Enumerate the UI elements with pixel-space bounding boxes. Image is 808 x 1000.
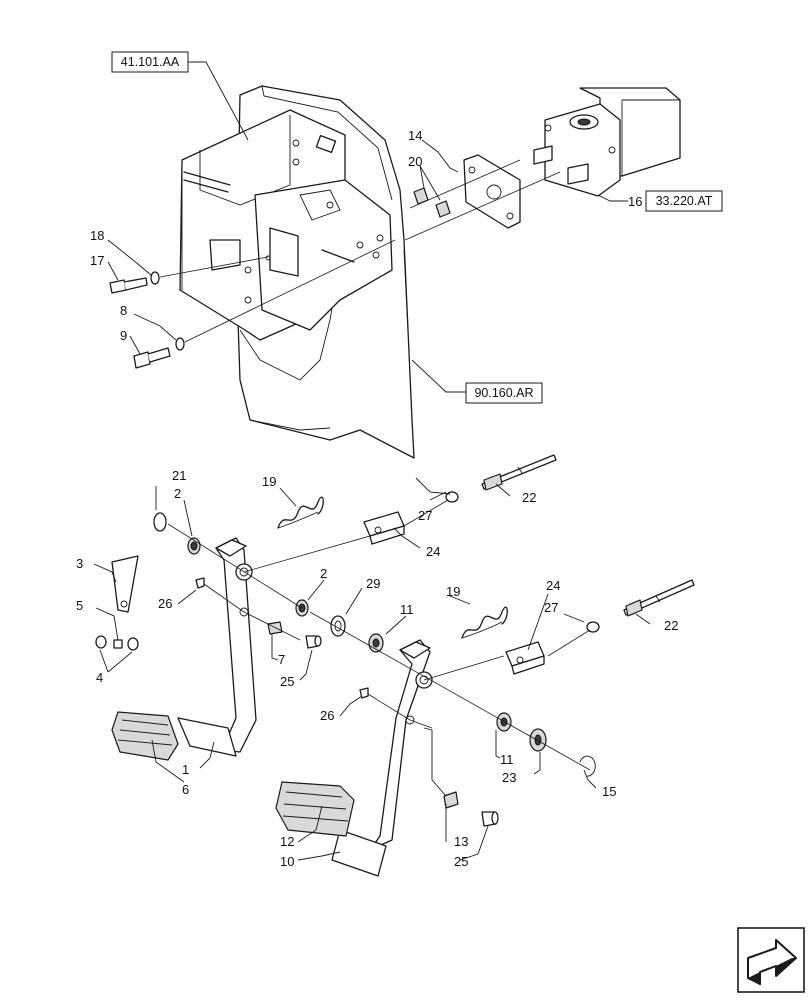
clip-26-right	[359, 687, 369, 699]
reference-box-33220[interactable]: 33.220.AT	[645, 190, 723, 212]
callout-26-left: 26	[158, 596, 172, 611]
next-page-arrow-icon[interactable]	[737, 927, 805, 993]
callout-24-upper: 24	[426, 544, 440, 559]
callout-25-left: 25	[280, 674, 294, 689]
callout-5: 5	[76, 598, 83, 613]
gasket-plate	[463, 154, 521, 229]
spring-19-upper	[277, 496, 324, 529]
pedal-stop-bracket	[95, 555, 139, 651]
pin-25-left	[305, 635, 322, 649]
svg-text:90.160.AR: 90.160.AR	[474, 386, 533, 400]
svg-text:33.220.AT: 33.220.AT	[656, 194, 713, 208]
master-cylinder	[533, 87, 681, 197]
callout-15: 15	[602, 784, 616, 799]
callout-17: 17	[90, 253, 104, 268]
bushing-7	[267, 621, 283, 635]
right-pedal	[275, 639, 433, 877]
pin-25-right	[481, 811, 499, 827]
washer-8	[175, 337, 185, 351]
callout-21: 21	[172, 468, 186, 483]
callout-3: 3	[76, 556, 83, 571]
callout-14: 14	[408, 128, 422, 143]
bolt-17	[109, 277, 148, 294]
nut-27-lower	[586, 621, 600, 633]
callout-16: 16	[628, 194, 642, 209]
callout-2-right: 2	[320, 566, 327, 581]
clip-26-left	[195, 577, 205, 589]
callout-25-right: 25	[454, 854, 468, 869]
callout-7: 7	[278, 652, 285, 667]
callout-13: 13	[454, 834, 468, 849]
pedal-support-bracket	[179, 109, 393, 341]
callout-22-lower: 22	[664, 618, 678, 633]
reference-box-41101[interactable]: 41.101.AA	[111, 51, 189, 73]
callout-6: 6	[182, 782, 189, 797]
leader-lines	[93, 139, 651, 861]
nut-27-upper	[445, 491, 459, 503]
callout-9: 9	[120, 328, 127, 343]
callout-4: 4	[96, 670, 103, 685]
bushing-13	[443, 791, 459, 809]
spring-19-lower	[461, 606, 508, 639]
svg-text:41.101.AA: 41.101.AA	[121, 55, 180, 69]
callout-27-lower: 27	[544, 600, 558, 615]
left-pedal	[111, 537, 257, 761]
washer-18	[150, 271, 160, 285]
callout-numbers: 18 17 8 9 14 20 16 21 2 19 3 5 4 26 2 29…	[76, 128, 678, 869]
callout-1: 1	[182, 762, 189, 777]
push-rod-22-lower	[623, 579, 695, 617]
left-bushings	[153, 512, 596, 777]
callout-18: 18	[90, 228, 104, 243]
nuts	[413, 187, 451, 218]
bolt-9	[133, 347, 171, 369]
clevis-24-lower	[505, 641, 545, 675]
callout-27-upper: 27	[418, 508, 432, 523]
callout-29: 29	[366, 576, 380, 591]
callout-26-right: 26	[320, 708, 334, 723]
callout-24-lower: 24	[546, 578, 560, 593]
callout-19-upper: 19	[262, 474, 276, 489]
callout-22-upper: 22	[522, 490, 536, 505]
callout-12: 12	[280, 834, 294, 849]
callout-23: 23	[502, 770, 516, 785]
callout-11-upper: 11	[400, 602, 414, 617]
callout-8: 8	[120, 303, 127, 318]
clevis-24-upper	[363, 511, 405, 545]
callout-11-lower: 11	[500, 752, 514, 767]
reference-box-90160[interactable]: 90.160.AR	[465, 382, 543, 404]
callout-2-left: 2	[174, 486, 181, 501]
push-rod-22-upper	[481, 454, 557, 491]
callout-19-lower: 19	[446, 584, 460, 599]
callout-10: 10	[280, 854, 294, 869]
callout-20: 20	[408, 154, 422, 169]
